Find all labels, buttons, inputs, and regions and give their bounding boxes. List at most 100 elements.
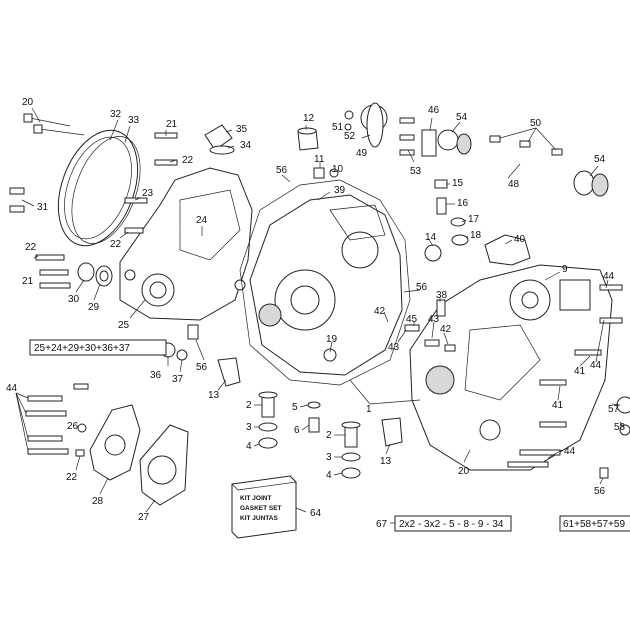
label-13b: 13 <box>380 456 392 467</box>
label-44c: 44 <box>564 446 576 457</box>
part-35 <box>204 124 235 155</box>
label-21a: 21 <box>166 119 178 130</box>
pin-56-bottom <box>599 467 609 479</box>
pump-housing-28 <box>89 404 141 481</box>
label-3b: 3 <box>326 452 332 463</box>
bolts-44-left <box>25 383 89 455</box>
label-20a: 20 <box>22 97 34 108</box>
shaft-48 <box>479 148 601 174</box>
label-4a: 4 <box>246 441 252 452</box>
label-44b: 44 <box>590 360 602 371</box>
crankcase-right-half <box>409 264 613 471</box>
small-parts-38-45 <box>404 299 456 352</box>
label-33: 33 <box>128 115 140 126</box>
pump-cover-27 <box>139 424 189 506</box>
gasket-kit-box: KIT JOINT GASKET SET KIT JUNTAS <box>231 475 297 539</box>
label-27: 27 <box>138 512 150 523</box>
label-21b: 21 <box>22 276 34 287</box>
label-53: 53 <box>410 166 422 177</box>
label-2b: 2 <box>326 430 332 441</box>
label-9: 9 <box>562 264 568 275</box>
group-right-text: 61+58+57+59 <box>563 519 625 530</box>
label-41a: 41 <box>574 366 586 377</box>
label-42a: 42 <box>374 306 386 317</box>
label-56b: 56 <box>276 165 288 176</box>
label-30: 30 <box>68 294 80 305</box>
label-64: 64 <box>310 508 322 519</box>
label-19: 19 <box>326 334 338 345</box>
label-38: 38 <box>436 290 448 301</box>
label-4b: 4 <box>326 470 332 481</box>
label-23: 23 <box>142 188 154 199</box>
label-45: 45 <box>406 314 418 325</box>
label-28: 28 <box>92 496 104 507</box>
label-37: 37 <box>172 374 184 385</box>
label-1: 1 <box>366 404 372 415</box>
label-54a: 54 <box>456 112 468 123</box>
label-5: 5 <box>292 402 298 413</box>
label-17: 17 <box>468 214 480 225</box>
label-40: 40 <box>514 234 526 245</box>
label-22a: 22 <box>182 155 194 166</box>
label-56a: 56 <box>196 362 208 373</box>
bolts-left-31 <box>9 187 25 213</box>
label-10: 10 <box>332 164 344 175</box>
label-3a: 3 <box>246 422 252 433</box>
label-56c: 56 <box>416 282 428 293</box>
label-20b: 20 <box>458 466 470 477</box>
seal-rings-29-30 <box>77 262 113 287</box>
label-15: 15 <box>452 178 464 189</box>
group-left-text: 25+24+29+30+36+37 <box>34 343 130 354</box>
label-26: 26 <box>67 421 79 432</box>
sprocket-49 <box>366 102 384 148</box>
label-44d: 44 <box>6 383 18 394</box>
bearing-46-54 <box>399 117 472 157</box>
label-13a: 13 <box>208 390 220 401</box>
label-49: 49 <box>356 148 368 159</box>
label-25: 25 <box>118 320 130 331</box>
label-43b: 43 <box>388 342 400 353</box>
leader-lines <box>15 107 625 524</box>
clutch-cover-gasket <box>57 129 141 247</box>
label-16: 16 <box>457 198 469 209</box>
label-18: 18 <box>470 230 482 241</box>
label-51: 51 <box>332 122 344 133</box>
kit-line-2: GASKET SET <box>240 505 282 512</box>
label-35: 35 <box>236 124 248 135</box>
label-32: 32 <box>110 109 122 120</box>
filters-2-4 <box>258 391 361 479</box>
label-11: 11 <box>314 154 325 165</box>
label-44a: 44 <box>603 271 615 282</box>
plug-5-6 <box>307 401 321 433</box>
plug-13-bottom <box>381 417 403 447</box>
label-56d: 56 <box>594 486 606 497</box>
label-42b: 42 <box>440 324 452 335</box>
label-48: 48 <box>508 179 520 190</box>
crankcase-gasket-39 <box>239 179 411 386</box>
group-gasket-text: 2x2 - 3x2 - 5 - 8 - 9 - 34 <box>399 519 504 530</box>
pins-50 <box>489 135 563 156</box>
kit-line-3: KIT JUNTAS <box>240 515 278 522</box>
group-box-right: 61+58+57+59 <box>559 515 630 532</box>
plug-13-left <box>217 357 241 387</box>
label-22b: 22 <box>110 239 122 250</box>
label-58: 58 <box>614 422 626 433</box>
label-36: 36 <box>150 370 162 381</box>
bolts-right-41-44 <box>507 284 623 468</box>
parts-36-37 <box>160 324 199 361</box>
parts-14-18 <box>424 179 469 262</box>
label-22c: 22 <box>25 242 37 253</box>
label-67: 67 <box>376 519 388 530</box>
label-50: 50 <box>530 118 542 129</box>
label-24: 24 <box>196 215 208 226</box>
bolts-21-22 <box>35 132 178 289</box>
label-22d: 22 <box>66 472 78 483</box>
label-46: 46 <box>428 105 440 116</box>
crankcase-left-half <box>249 194 403 376</box>
label-2a: 2 <box>246 400 252 411</box>
label-6: 6 <box>294 425 300 436</box>
group-box-left: 25+24+29+30+36+37 <box>29 339 167 356</box>
label-43a: 43 <box>428 314 440 325</box>
